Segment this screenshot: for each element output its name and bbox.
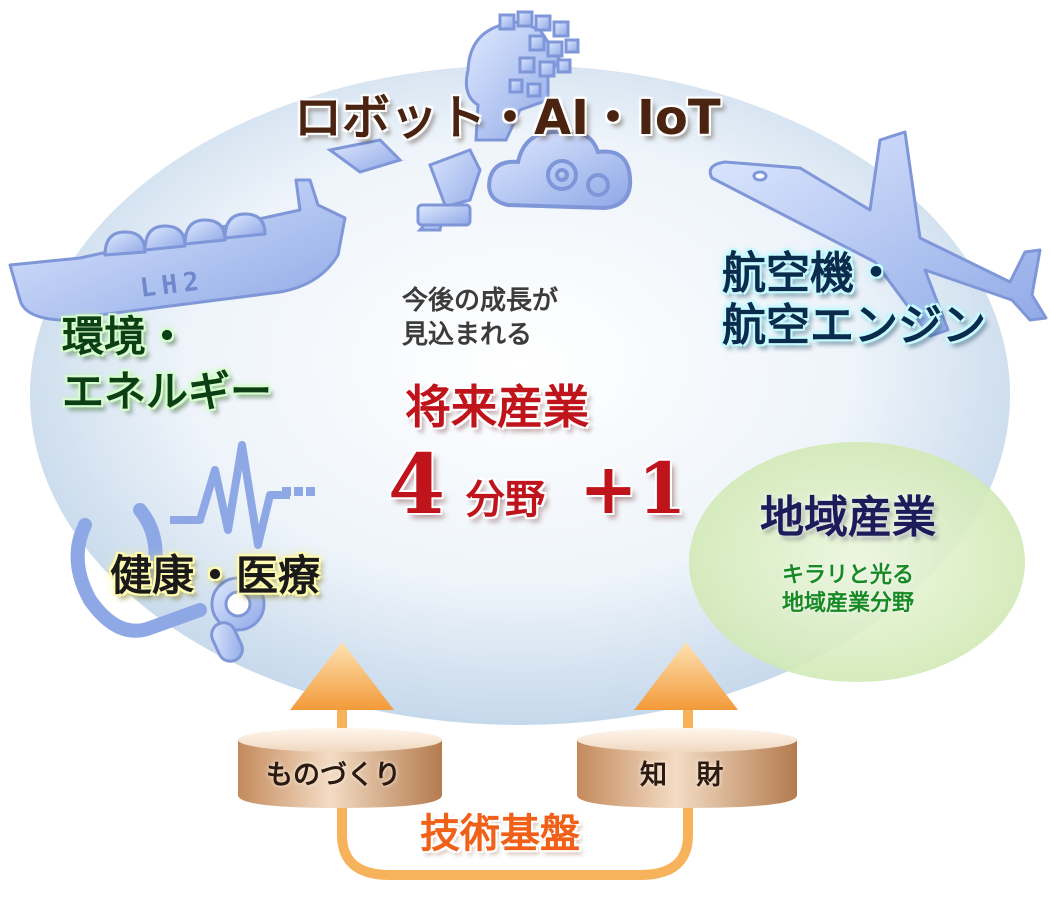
heartbeat-icon bbox=[170, 441, 290, 549]
arrow-up-right bbox=[634, 642, 738, 710]
sector-environment-line1: 環境・ bbox=[62, 312, 189, 361]
sector-health-medical: 健康・医療 bbox=[110, 551, 321, 600]
sector-robot-ai-iot: ロボット・AI・IoT bbox=[294, 90, 721, 146]
pillar-intellectual-property bbox=[577, 728, 797, 808]
arrow-up-left bbox=[290, 642, 394, 710]
regional-title: 地域産業 bbox=[760, 492, 936, 543]
robot-arm-icon bbox=[326, 138, 482, 232]
cloud-gears-icon bbox=[487, 129, 633, 211]
foundation-connector bbox=[337, 700, 693, 880]
center-count-number: 4 bbox=[388, 437, 446, 533]
heartbeat-dots-icon bbox=[282, 487, 315, 496]
sector-environment-energy: 環境・ エネルギー bbox=[62, 310, 272, 419]
sector-aerospace: 航空機・ 航空エンジン bbox=[722, 248, 986, 352]
regional-subtitle-line2: 地域産業分野 bbox=[782, 590, 915, 616]
stethoscope-chestpiece-icon bbox=[210, 576, 266, 632]
pillar-manufacturing bbox=[238, 728, 442, 808]
center-count-plus: +1 bbox=[579, 447, 687, 530]
regional-subtitle: キラリと光る 地域産業分野 bbox=[782, 562, 914, 617]
regional-subtitle-line1: キラリと光る bbox=[782, 563, 915, 588]
center-count-unit: 分野 bbox=[465, 477, 546, 523]
sector-aerospace-line2: 航空エンジン bbox=[722, 299, 986, 351]
pillar-ip-label: 知 財 bbox=[640, 760, 734, 791]
stethoscope-icon bbox=[70, 503, 207, 638]
center-subtitle-line1: 今後の成長が bbox=[402, 286, 559, 316]
center-count: 4 分野 +1 bbox=[388, 440, 686, 530]
sector-environment-line2: エネルギー bbox=[62, 366, 273, 416]
lh2-ship-icon bbox=[8, 178, 347, 322]
robot-head-icon bbox=[464, 10, 580, 142]
airplane-icon bbox=[708, 130, 1048, 338]
center-subtitle: 今後の成長が 見込まれる bbox=[402, 285, 558, 353]
regional-circle bbox=[689, 442, 1025, 682]
sector-aerospace-line1: 航空機・ bbox=[722, 248, 898, 299]
center-title: 将来産業 bbox=[405, 380, 589, 434]
pillar-manufacturing-label: ものづくり bbox=[266, 760, 401, 791]
capsule-icon bbox=[210, 621, 244, 663]
foundation-label: 技術基盤 bbox=[420, 811, 580, 857]
center-subtitle-line2: 見込まれる bbox=[402, 319, 533, 350]
